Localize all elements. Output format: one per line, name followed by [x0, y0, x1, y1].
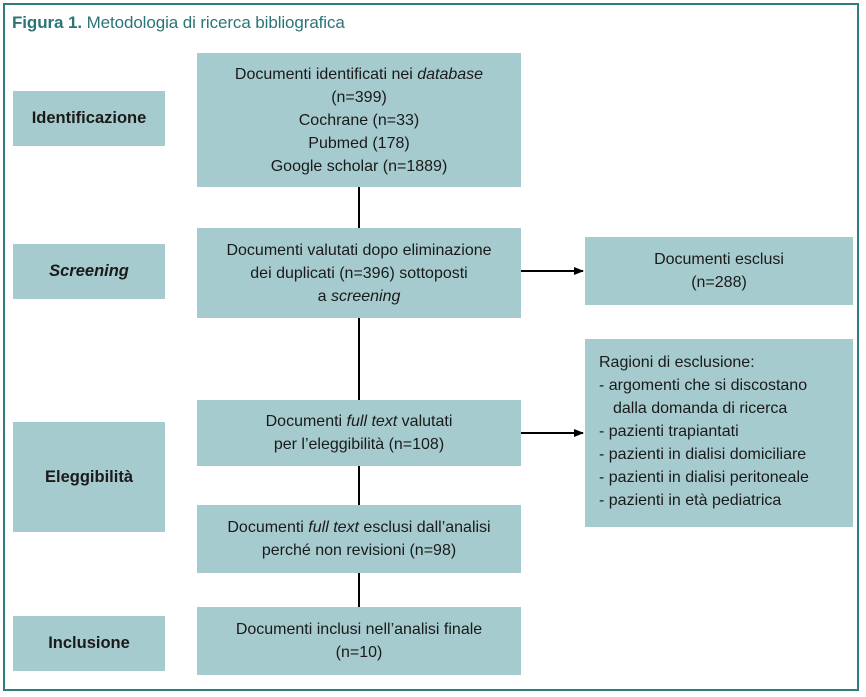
exclusion-reason-item: dalla domanda di ricerca	[613, 400, 788, 417]
stage-eligibility: Eleggibilità	[13, 422, 165, 532]
exclusion-reasons-heading: Ragioni di esclusione:	[599, 354, 755, 371]
fulltext-assessed-line1-post: valutati	[397, 413, 453, 430]
identified-line5: Google scholar (n=1889)	[270, 157, 448, 175]
fulltext-excluded-line1: Documenti full text esclusi dall’analisi	[227, 516, 490, 539]
figure-frame	[3, 3, 859, 691]
figure-title-number: Figura 1.	[12, 13, 82, 32]
excluded-line2: (n=288)	[691, 274, 747, 291]
stage-inclusion-label: Inclusione	[48, 634, 130, 652]
fulltext-assessed-line1-italic: full text	[346, 413, 398, 430]
fulltext-assessed-line1: Documenti full text valutati	[266, 410, 453, 433]
box-excluded: Documenti esclusi (n=288)	[585, 237, 853, 305]
fulltext-excluded-line2: perché non revisioni (n=98)	[261, 542, 457, 559]
box-identified: Documenti identificati nei database (n=3…	[197, 53, 521, 187]
box-fulltext-assessed: Documenti full text valutati per l’elegg…	[197, 400, 521, 466]
exclusion-reason-item: - pazienti in dialisi peritoneale	[599, 469, 809, 486]
screened-line2: dei duplicati (n=396) sottoposti	[250, 264, 468, 282]
fulltext-excluded-line1-post: esclusi dall’analisi	[358, 519, 491, 536]
included-line1: Documenti inclusi nell’analisi finale	[235, 621, 483, 638]
figure-title: Figura 1. Metodologia di ricerca bibliog…	[12, 13, 345, 33]
exclusion-reason-item: - pazienti in età pediatrica	[599, 492, 782, 509]
identified-line1-text: Documenti identificati nei	[234, 65, 418, 83]
screened-line3-text: a	[317, 287, 331, 305]
fulltext-assessed-line1-pre: Documenti	[265, 413, 347, 430]
fulltext-excluded-line1-italic: full text	[308, 519, 359, 536]
excluded-line1: Documenti esclusi	[654, 251, 784, 268]
exclusion-reasons-list: Ragioni di esclusione: - argomenti che s…	[585, 339, 853, 527]
screened-line1: Documenti valutati dopo eliminazione	[226, 241, 492, 259]
identified-line3: Cochrane (n=33)	[298, 111, 420, 129]
box-fulltext-excluded: Documenti full text esclusi dall’analisi…	[197, 505, 521, 573]
included-line2: (n=10)	[335, 644, 383, 661]
stage-identification-label: Identificazione	[31, 109, 147, 127]
stage-screening-label: Screening	[49, 262, 129, 280]
box-screened: Documenti valutati dopo eliminazione dei…	[197, 228, 521, 318]
figure-title-text: Metodologia di ricerca bibliografica	[81, 13, 345, 32]
identified-line1: Documenti identificati nei database	[235, 63, 483, 86]
stage-inclusion: Inclusione	[13, 616, 165, 671]
screened-line3: a screening	[318, 285, 401, 308]
fulltext-excluded-line1-pre: Documenti	[227, 519, 309, 536]
identified-line2: (n=399)	[331, 88, 387, 106]
exclusion-reason-item: - pazienti trapiantati	[599, 423, 739, 440]
stage-screening: Screening	[13, 244, 165, 299]
box-included: Documenti inclusi nell’analisi finale (n…	[197, 607, 521, 675]
exclusion-reason-item: - pazienti in dialisi domiciliare	[599, 446, 807, 463]
stage-identification: Identificazione	[13, 91, 165, 146]
screened-line3-italic: screening	[330, 287, 401, 305]
box-exclusion-reasons: Ragioni di esclusione: - argomenti che s…	[585, 339, 853, 527]
fulltext-assessed-line2: per l’eleggibilità (n=108)	[273, 436, 445, 453]
exclusion-reason-item: - argomenti che si discostano	[599, 377, 808, 394]
identified-line4: Pubmed (178)	[308, 134, 410, 152]
identified-line1-italic: database	[417, 65, 484, 83]
stage-eligibility-label: Eleggibilità	[44, 467, 133, 486]
